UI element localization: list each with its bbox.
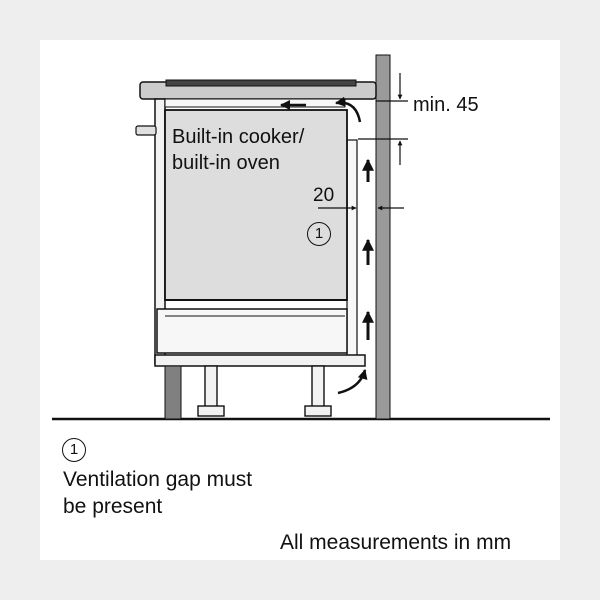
legend-note: Ventilation gap must be present [63, 466, 323, 520]
appliance-label: Built-in cooker/ built-in oven [172, 124, 347, 176]
top-rail [164, 98, 346, 108]
wall [375, 54, 391, 420]
cabinet-right-side [346, 139, 358, 365]
legend-note-line2: be present [63, 495, 163, 518]
min-gap-label: min. 45 [413, 94, 479, 116]
side-gap-label: 20 [313, 185, 335, 206]
cabinet-base [154, 354, 366, 367]
legend-note-line1: Ventilation gap must [63, 468, 253, 491]
curved-arrow-icon [337, 369, 368, 395]
measurements-note: All measurements in mm [280, 531, 512, 554]
appliance-label-line1: Built-in cooker/ [172, 126, 305, 148]
cabinet-legs [197, 365, 332, 417]
oven-body [164, 109, 348, 301]
circled-number-icon: 1 [62, 438, 86, 462]
appliance-label-line2: built-in oven [172, 152, 280, 174]
curved-arrow-icon [335, 96, 362, 123]
dimension-arrow-icon [358, 73, 408, 165]
circled-number-icon: 1 [307, 222, 331, 246]
plinth [164, 365, 182, 420]
control-knob [135, 125, 157, 136]
hob-surface [165, 79, 357, 87]
